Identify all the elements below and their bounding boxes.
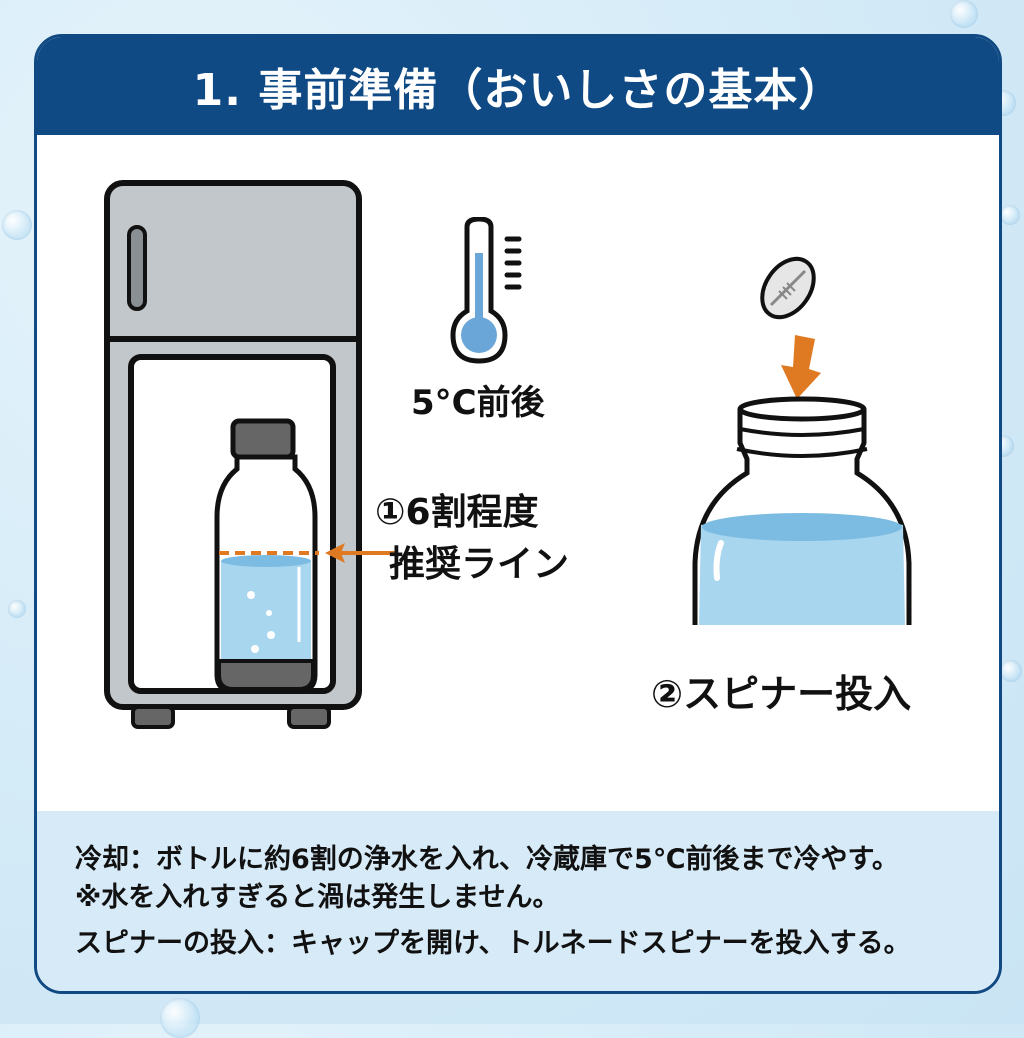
tornado-spinner-icon	[760, 256, 816, 320]
illustration-area: 5°C前後 ①6割程度 推奨ライン ②スピナー投入	[37, 135, 999, 811]
bubble-decoration	[8, 600, 26, 618]
page-title: 1. 事前準備（おいしさの基本）	[192, 65, 844, 116]
bubble-decoration	[2, 210, 32, 240]
instruction-spinner: スピナーの投入：キャップを開け、トルネードスピナーを投入する。	[75, 928, 911, 959]
instruction-cooling: 冷却：ボトルに約6割の浄水を入れ、冷蔵庫で5℃前後まで冷やす。	[75, 844, 899, 875]
bubble-decoration	[1000, 660, 1022, 682]
bubble-decoration	[1000, 205, 1020, 225]
bubble-decoration	[160, 998, 200, 1038]
header-banner: 1. 事前準備（おいしさの基本）	[37, 37, 999, 135]
fill-line-arrow-icon	[219, 543, 397, 563]
spinner-label: ②スピナー投入	[651, 672, 912, 716]
fill-line-label-1: ①6割程度	[375, 492, 539, 533]
instruction-warning: ※水を入れすぎると渦は発生しません。	[75, 882, 560, 913]
instruction-card: 1. 事前準備（おいしさの基本）	[34, 34, 1002, 994]
thermometer-icon	[450, 217, 522, 364]
bottle-neck-icon	[692, 396, 912, 625]
temperature-label: 5°C前後	[411, 383, 545, 423]
bubble-decoration	[950, 0, 978, 28]
arrow-down-icon	[781, 335, 821, 399]
instructions-panel: 冷却：ボトルに約6割の浄水を入れ、冷蔵庫で5℃前後まで冷やす。 ※水を入れすぎる…	[37, 811, 999, 991]
fill-line-label-2: 推奨ライン	[389, 544, 570, 585]
water-bottle-icon	[214, 418, 318, 694]
